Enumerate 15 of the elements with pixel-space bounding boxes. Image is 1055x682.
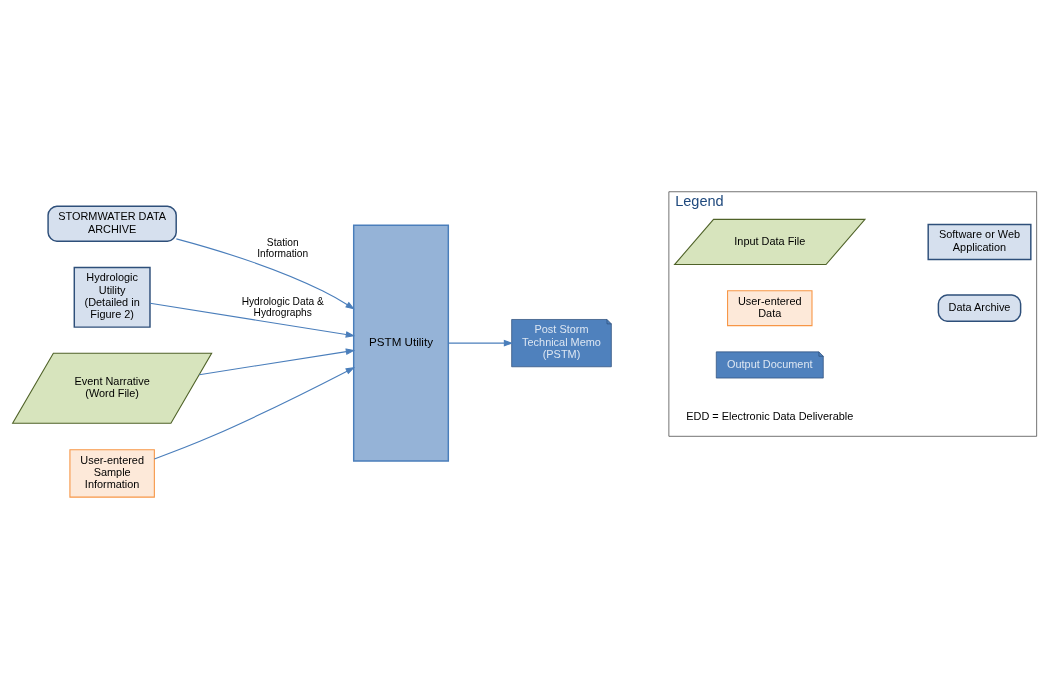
node-box: User-entered Sample Information: [69, 448, 155, 498]
edge-label: Hydrologic Data & Hydrographs: [241, 295, 324, 318]
arrow: [175, 237, 355, 310]
arrow: [153, 366, 356, 459]
arrow: [149, 302, 356, 338]
node-box: Data Archive: [937, 293, 1022, 322]
node-box: User-entered Data: [727, 289, 813, 326]
node-box: STORMWATER DATA ARCHIVE: [47, 205, 177, 242]
arrow: [198, 347, 356, 375]
label: EDD = Electronic Data Deliverable: [686, 409, 854, 422]
node-box: PSTM Utility: [352, 224, 450, 462]
node-box: Hydrologic Utility (Detailed in Figure 2): [73, 266, 151, 328]
edge-label: Station Information: [257, 236, 309, 259]
node-box: Software or Web Application: [927, 223, 1032, 260]
arrow: [447, 339, 514, 346]
